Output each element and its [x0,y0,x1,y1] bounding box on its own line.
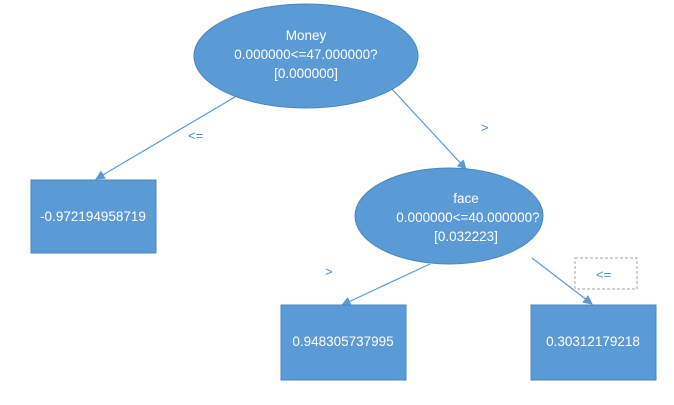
edge-label-root-left: <= [188,128,203,143]
leaf-node-middle: 0.948305737995 [280,304,407,381]
leaf-node-right: 0.30312179218 [530,304,657,381]
edge-label-box-inner-right [574,257,638,290]
root-node-value: [0.000000] [274,66,338,81]
edge-root-to-left-leaf [95,93,241,180]
edge-face-to-right-leaf [531,257,593,305]
root-node-condition: 0.000000<=47.000000? [234,47,377,62]
leaf-node-left: -0.972194958719 [30,179,157,254]
edge-label-inner-right: <= [596,267,611,282]
inner-node-condition: 0.000000<=40.000000? [396,210,539,225]
inner-node-value: [0.032223] [434,229,498,244]
root-node-money: Money 0.000000<=47.000000? [0.000000] [193,3,419,109]
leaf-right-value: 0.30312179218 [546,334,640,349]
inner-node-face: face 0.000000<=40.000000? [0.032223] [354,167,544,265]
edge-face-to-middle-leaf [341,263,431,306]
edge-label-root-right: > [481,120,489,135]
leaf-middle-value: 0.948305737995 [292,334,393,349]
edge-label-inner-left: > [325,264,333,279]
root-node-feature: Money [286,28,327,43]
inner-node-feature: face [453,191,479,206]
edge-root-to-face-node [390,87,467,170]
leaf-left-value: -0.972194958719 [40,209,146,224]
